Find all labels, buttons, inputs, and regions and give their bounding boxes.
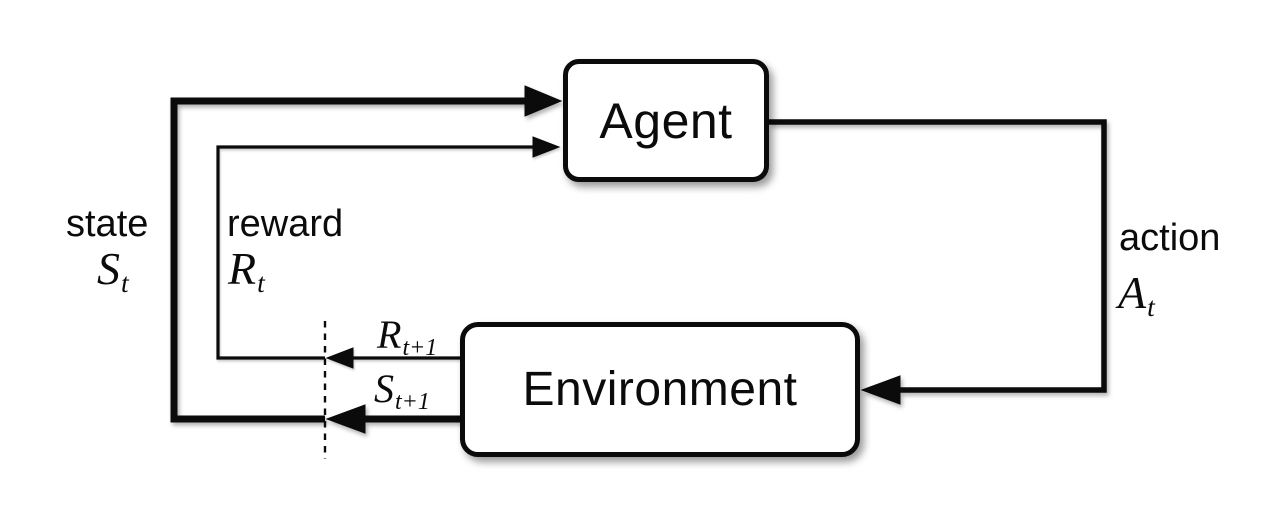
state-label: state (66, 203, 149, 245)
next-state-symbol-subscript: t+1 (395, 388, 430, 415)
action-symbol: At (1118, 267, 1155, 321)
agent-node-label: Agent (599, 92, 733, 149)
next-reward-symbol-subscript: t+1 (402, 334, 438, 361)
agent-node: Agent (563, 59, 769, 182)
reward-label: reward (227, 203, 344, 245)
reward-symbol-subscript: t (257, 266, 265, 298)
state-loop-line (170, 97, 527, 423)
next-state-symbol: St+1 (374, 366, 430, 414)
environment-node: Environment (460, 322, 860, 457)
next-state-arrowhead-icon (325, 404, 366, 434)
state-symbol-base: S (97, 243, 120, 294)
action-symbol-subscript: t (1147, 290, 1155, 322)
action-label: action (1119, 217, 1221, 259)
state-symbol-subscript: t (121, 266, 129, 298)
action-arrowhead-into-environment-icon (860, 375, 901, 405)
next-reward-arrowhead-icon (325, 347, 354, 369)
state-arrowhead-into-agent-icon (524, 85, 563, 117)
reward-arrowhead-into-agent-icon (532, 136, 561, 158)
next-state-symbol-base: S (374, 366, 394, 411)
reward-symbol-base: R (228, 243, 257, 294)
action-loop-line (769, 119, 1107, 393)
reward-symbol: Rt (228, 243, 265, 297)
action-symbol-base: A (1118, 267, 1147, 318)
next-reward-symbol: Rt+1 (377, 312, 437, 360)
environment-node-label: Environment (522, 363, 798, 416)
reward-loop-line (216, 145, 534, 360)
next-reward-symbol-base: R (377, 312, 402, 357)
state-symbol: St (97, 243, 129, 297)
